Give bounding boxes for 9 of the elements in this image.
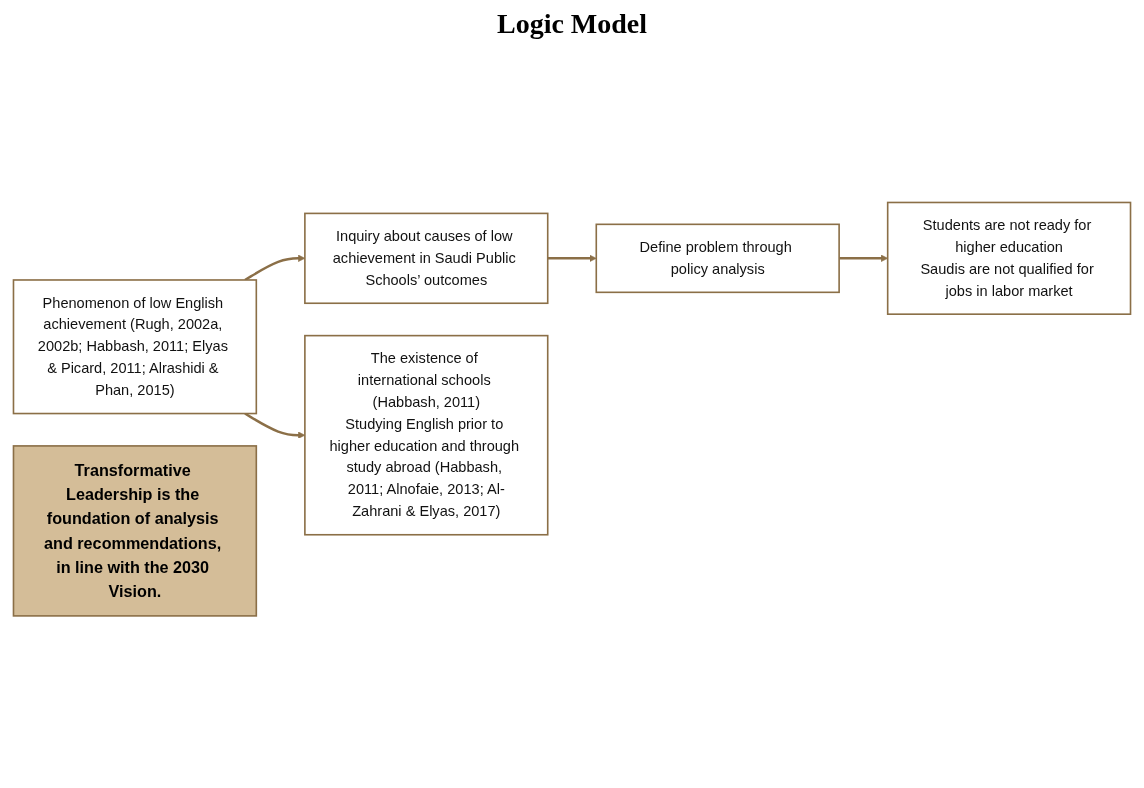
- arrow: [547, 254, 597, 262]
- arrow: [839, 254, 888, 262]
- diagram-title: Logic Model: [495, 8, 649, 40]
- node-box: Inquiry about causes of low achievement in Saudi Public Schools’ outcomes: [304, 212, 549, 304]
- node-box: Phenomenon of low English achievement (Rugh, 2002a, 2002b; Habbash, 2011; Elyas & Picard, 2011; Alrashidi & Phan, 2015): [12, 279, 258, 415]
- node-box: Students are not ready for higher education Saudis are not qualified for jobs in labor market: [886, 201, 1132, 315]
- node-box: Transformative Leadership is the foundation of analysis and recommendations, in line with the 2030 Vision.: [12, 444, 258, 617]
- node-box: The existence of international schools (Habbash, 2011) Studying English prior to higher education and through study abroad (Habbash, 2011; Alnofaie, 2013; Al-Zahrani & Elyas, 2017): [304, 334, 549, 536]
- node-box: Define problem through policy analysis: [595, 223, 840, 293]
